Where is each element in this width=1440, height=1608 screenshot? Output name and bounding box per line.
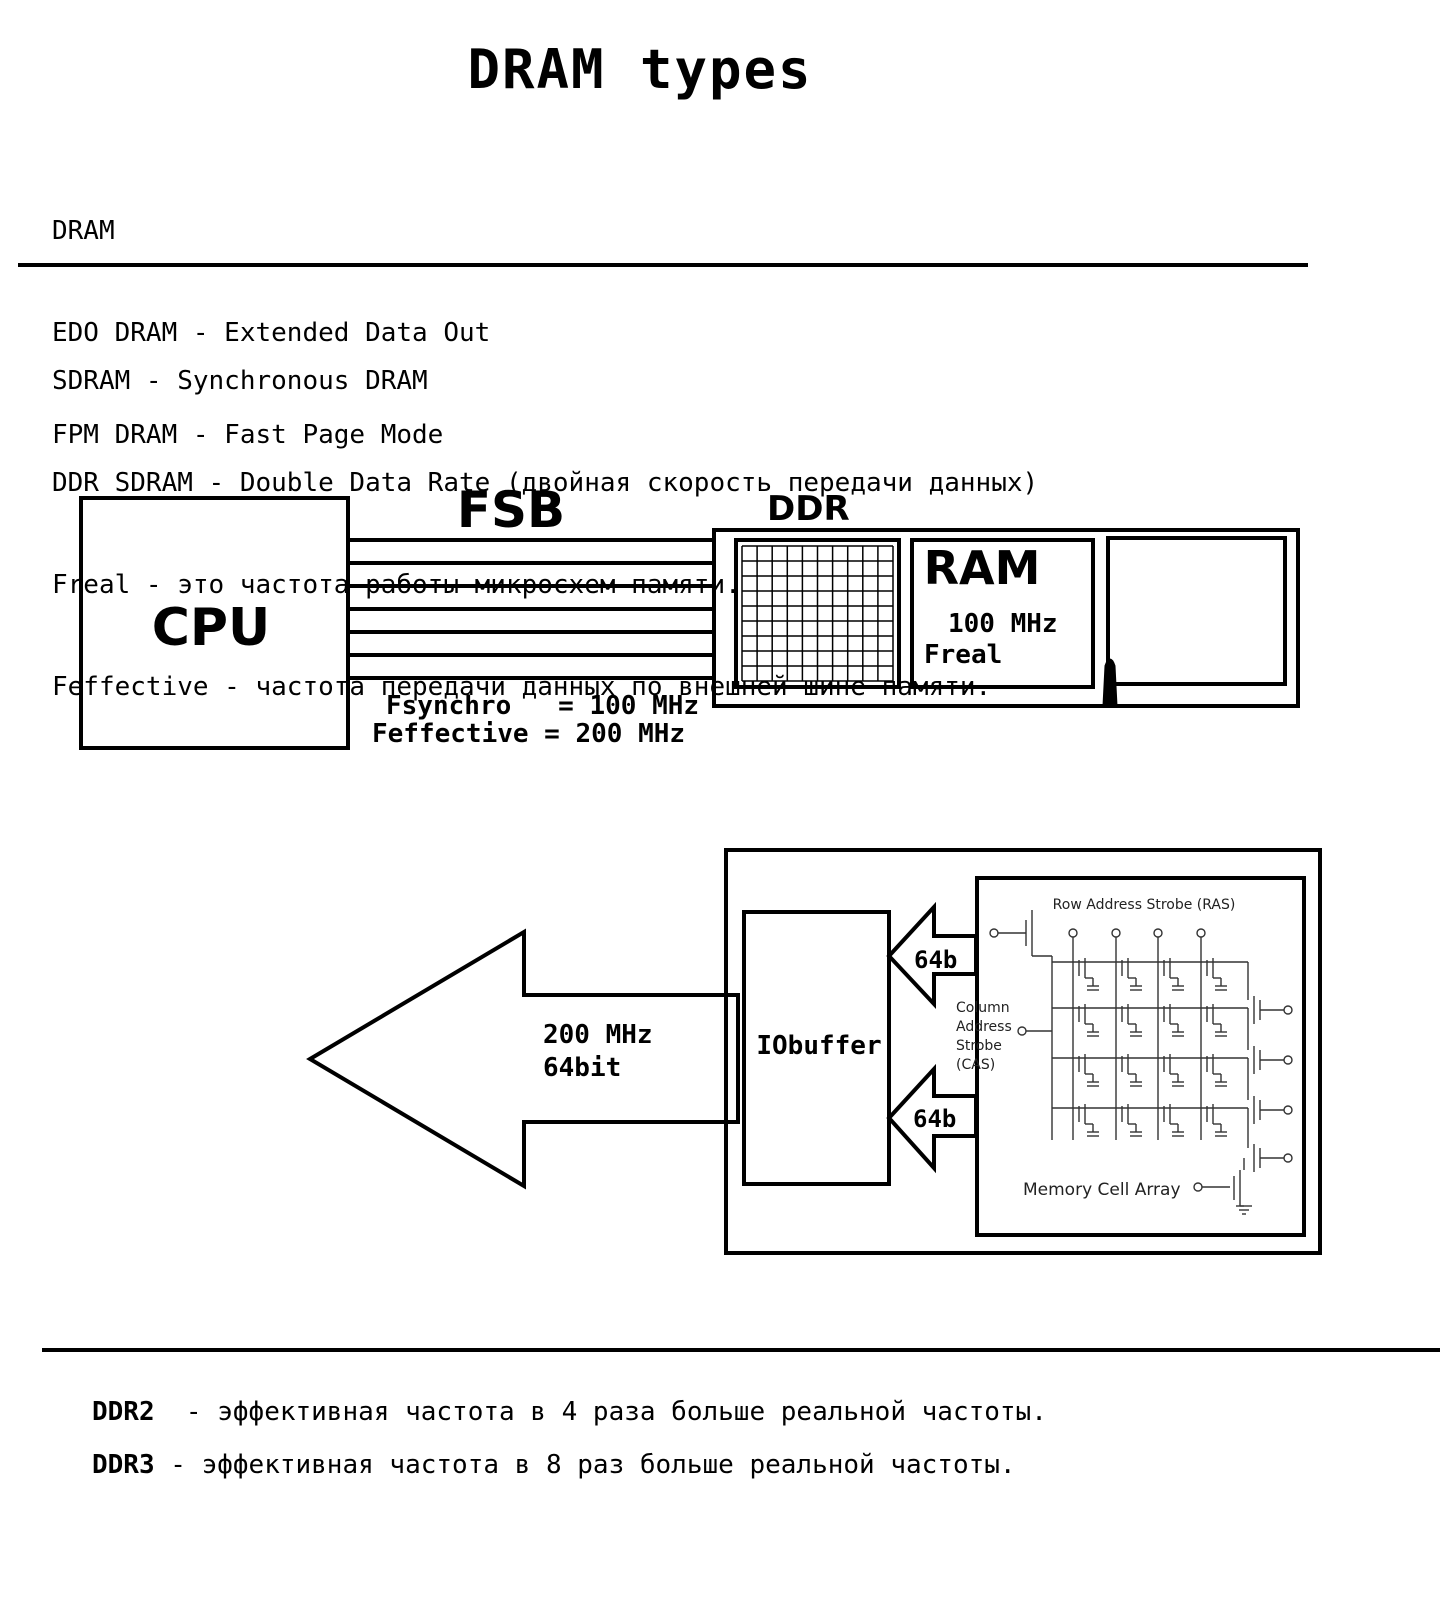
ddr-label: DDR	[767, 489, 850, 529]
memory-cell-circuit	[989, 910, 1293, 1215]
ddr3-note: DDR3 - эффективная частота в 8 раз больш…	[92, 1450, 1016, 1480]
iobuffer-diagram: 200 MHz 64bit IObuffer 64b 64b Row Addre…	[306, 848, 1322, 1255]
upper-bits-label: 64b	[914, 946, 957, 974]
feffective-text: Feffective = 200 MHz	[372, 719, 685, 749]
cpu-box	[79, 496, 350, 750]
chip-box	[724, 848, 1322, 1255]
ram-freq: 100 MHz	[948, 609, 1058, 639]
dram-list: DRAM EDO DRAM - Extended Data Out FPM DR…	[52, 146, 490, 486]
fsynchro-text: Fsynchro = 100 MHz	[386, 691, 699, 721]
ddr2-key: DDR2	[92, 1397, 155, 1427]
iobuffer-box	[742, 910, 891, 1186]
ram-box	[910, 538, 1095, 689]
divider-top	[18, 263, 1308, 267]
dram-list-item: DRAM	[52, 216, 115, 246]
ddr3-text: - эффективная частота в 8 раз больше реа…	[154, 1450, 1016, 1480]
memory-grid	[741, 545, 894, 682]
output-arrow	[306, 928, 740, 1190]
fsb-label: FSB	[457, 481, 565, 539]
ddr2-note: DDR2 - эффективная частота в 4 раза боль…	[92, 1397, 1047, 1427]
memory-grid-box	[734, 538, 901, 689]
ddr3-key: DDR3	[92, 1450, 155, 1480]
dram-list-item: EDO DRAM - Extended Data Out	[52, 318, 491, 348]
memory-cell-array-label: Memory Cell Array	[1023, 1180, 1181, 1200]
sdram-list-item: DDR SDRAM - Double Data Rate (двойная ск…	[52, 468, 1039, 498]
page-title: DRAM types	[467, 38, 813, 101]
connector-mark	[1102, 658, 1118, 707]
ddr2-text: - эффективная частота в 4 раза больше ре…	[154, 1397, 1047, 1427]
freal-label: Freal	[924, 640, 1002, 670]
empty-bank-box	[1106, 536, 1287, 686]
fsb-diagram: CPU FSB DDR RAM 100 MHz Freal Fsynchro =…	[79, 481, 1300, 750]
dram-list-item: FPM DRAM - Fast Page Mode	[52, 420, 444, 450]
iobuffer-label: IObuffer	[756, 1031, 881, 1061]
cpu-label: CPU	[152, 598, 271, 658]
sdram-list-item: SDRAM - Synchronous DRAM	[52, 366, 428, 396]
divider-bottom	[42, 1348, 1440, 1352]
ram-label: RAM	[924, 541, 1041, 595]
fsb-bus-lines	[348, 538, 714, 680]
ddr-module	[712, 528, 1300, 708]
arrow-width: 64bit	[543, 1053, 621, 1083]
cas-label: Column Address Strobe (CAS)	[956, 1000, 1016, 1073]
arrow-freq: 200 MHz	[543, 1020, 653, 1050]
lower-bits-label: 64b	[913, 1105, 956, 1133]
ras-label: Row Address Strobe (RAS)	[1053, 897, 1236, 913]
